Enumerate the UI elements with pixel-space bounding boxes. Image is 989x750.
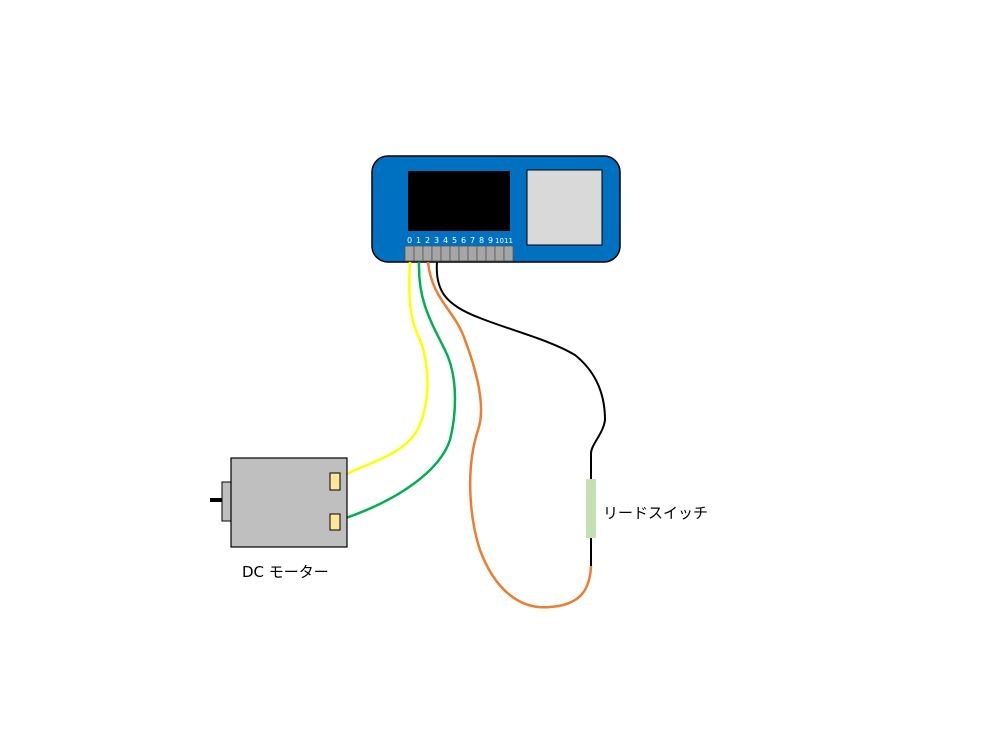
display-screen bbox=[408, 171, 510, 231]
pin-10 bbox=[494, 245, 505, 262]
pin-label-4: 4 bbox=[443, 236, 448, 245]
pin-label-9: 9 bbox=[488, 236, 493, 245]
pin-3 bbox=[431, 245, 442, 262]
pin-4 bbox=[440, 245, 451, 262]
pin-0 bbox=[404, 245, 415, 262]
pin-6 bbox=[458, 245, 469, 262]
wire-orange bbox=[426, 261, 593, 609]
pin-label-10: 10 bbox=[495, 237, 504, 245]
pin-11 bbox=[503, 245, 514, 262]
pin-5 bbox=[449, 245, 460, 262]
pin-label-2: 2 bbox=[425, 236, 430, 245]
pin-7 bbox=[467, 245, 478, 262]
pin-label-3: 3 bbox=[434, 236, 439, 245]
pin-2 bbox=[422, 245, 433, 262]
motor-terminal-top bbox=[329, 472, 341, 491]
pin-label-7: 7 bbox=[470, 236, 475, 245]
pin-1 bbox=[413, 245, 424, 262]
reed-switch-label: リードスイッチ bbox=[603, 504, 709, 522]
button-square bbox=[526, 169, 603, 246]
pin-label-6: 6 bbox=[461, 236, 466, 245]
dc-motor bbox=[210, 457, 348, 548]
pin-label-1: 1 bbox=[416, 236, 421, 245]
reed-switch bbox=[586, 479, 596, 538]
wire-green bbox=[339, 261, 457, 522]
pin-label-5: 5 bbox=[452, 236, 457, 245]
pin-label-11: 11 bbox=[504, 237, 513, 245]
pin-label-8: 8 bbox=[479, 236, 484, 245]
motor-label: DC モーター bbox=[242, 563, 329, 581]
wire-yellow bbox=[339, 261, 429, 480]
pin-9 bbox=[485, 245, 496, 262]
motor-terminal-bottom bbox=[329, 513, 341, 531]
pin-8 bbox=[476, 245, 487, 262]
wire-black bbox=[435, 261, 607, 566]
pin-label-0: 0 bbox=[407, 236, 412, 245]
